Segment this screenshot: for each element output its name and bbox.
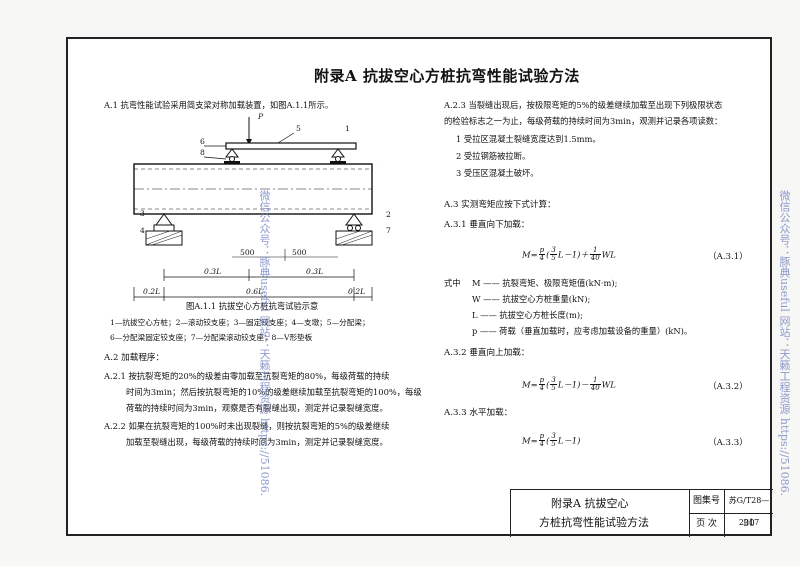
dim-02l-right: 0.2L (348, 287, 366, 296)
equation-a32-number: （A.3.2） (708, 382, 748, 392)
title-block-name-cell: 附录A 抗拔空心 方桩抗弯性能试验方法 (511, 490, 690, 537)
equation-a31-number: （A.3.1） (708, 252, 748, 262)
clause-a23-line2: 的检验标志之一为止，每级荷载的持续时间为3min，观测并记录各项读数： (444, 116, 723, 126)
def-p: p —— 荷载（垂直加载时，应考虑加载设备的重量）(kN)。 (472, 326, 693, 336)
figure-caption: 图A.1.1 抗拔空心方桩抗弯试验示意 (186, 301, 319, 311)
equation-a33-number: （A.3.3） (708, 438, 748, 448)
clause-a23-line1: A.2.3 当裂缝出现后，按极限弯矩的5%的级差继续加载至出现下列极限状态 (444, 100, 723, 110)
watermark-right: 微信公众号：豚典useful 网站：天籁工程资源 https://51086. (778, 190, 791, 497)
clause-a22-line1: A.2.2 如果在抗裂弯矩的100%时未出现裂缝，则按抗裂弯矩的5%的级差继续 (104, 421, 390, 431)
dim-06l: 0.6L (246, 287, 264, 296)
title-block: 附录A 抗拔空心 方桩抗弯性能试验方法 图集号 苏G/T28—2017 页 次 … (510, 489, 773, 537)
def-w: W —— 抗拔空心方桩重量(kN); (472, 294, 591, 304)
drawing-sheet: 附录A 抗拔空心方桩抗弯性能试验方法 A.1 抗弯性能试验采用简支梁对称加载装置… (66, 37, 773, 537)
fig-label-6: 6 (200, 137, 205, 146)
clause-a2: A.2 加载程序： (104, 353, 165, 363)
dim-03l-right: 0.3L (306, 267, 324, 276)
clause-a22-line2: 加载至裂缝出现，每级荷载的持续时间为3min，测定并记录裂缝宽度。 (126, 437, 388, 447)
load-label-p: P (258, 112, 264, 121)
clause-a33: A.3.3 水平加载： (444, 408, 513, 418)
fig-label-2: 2 (386, 210, 391, 219)
clause-a3: A.3 实测弯矩应按下式计算： (444, 200, 556, 210)
figure-legend-2: 6—分配梁固定铰支座；7—分配梁滚动铰支座；8—V形垫板 (110, 333, 313, 342)
limit-item-2: 2 受拉钢筋被拉断。 (456, 151, 531, 161)
clause-a21-line1: A.2.1 按抗裂弯矩的20%的级差由零加载至抗裂弯矩的80%，每级荷载的持续 (104, 371, 390, 381)
title-block-name-line1: 附录A 抗拔空心 (551, 497, 629, 510)
limit-item-3: 3 受压区混凝土破坏。 (456, 168, 539, 178)
fig-label-4: 4 (140, 226, 145, 235)
atlas-label: 图集号 (689, 490, 725, 514)
dim-500-right: 500 (292, 248, 307, 257)
clause-a32: A.3.2 垂直向上加载： (444, 348, 530, 358)
clause-a21-line2: 时间为3min；然后按抗裂弯矩的10%的级差继续加载至抗裂弯矩的100%，每级 (126, 387, 422, 397)
fig-label-8: 8 (200, 148, 205, 157)
atlas-number: 苏G/T28—2017 (725, 490, 773, 527)
figure-legend-1: 1—抗拔空心方桩；2—滚动铰支座；3—固定铰支座；4—支墩；5—分配梁； (110, 318, 370, 327)
fig-label-7: 7 (386, 226, 391, 235)
dim-03l-left: 0.3L (204, 267, 222, 276)
page-label: 页 次 (689, 514, 725, 537)
clause-a21-line3: 荷载的持续时间为3min，观察是否有裂缝出现，测定并记录裂缝宽度。 (126, 403, 388, 413)
fig-label-5: 5 (296, 124, 301, 133)
fig-label-3: 3 (140, 209, 145, 218)
where-label: 式中 (444, 278, 461, 288)
clause-a1: A.1 抗弯性能试验采用简支梁对称加载装置，如图A.1.1所示。 (104, 100, 334, 110)
dim-02l-left: 0.2L (143, 287, 161, 296)
dim-500-left: 500 (240, 248, 255, 257)
watermark-center: 微信公众号：豚典useful 网站：天籁工程资源 https://51086. (258, 190, 271, 497)
clause-a31: A.3.1 垂直向下加载： (444, 220, 530, 230)
page-number: 30 (743, 519, 755, 529)
fig-label-1: 1 (345, 124, 350, 133)
loading-diagram (133, 117, 378, 301)
title-block-name-line2: 方桩抗弯性能试验方法 (539, 516, 649, 529)
limit-item-1: 1 受拉区混凝土裂缝宽度达到1.5mm。 (456, 134, 601, 144)
def-l: L —— 抗拔空心方桩长度(m); (472, 310, 583, 320)
def-m: M —— 抗裂弯矩、极限弯矩值(kN·m); (472, 278, 618, 288)
page-title: 附录A 抗拔空心方桩抗弯性能试验方法 (314, 67, 580, 85)
